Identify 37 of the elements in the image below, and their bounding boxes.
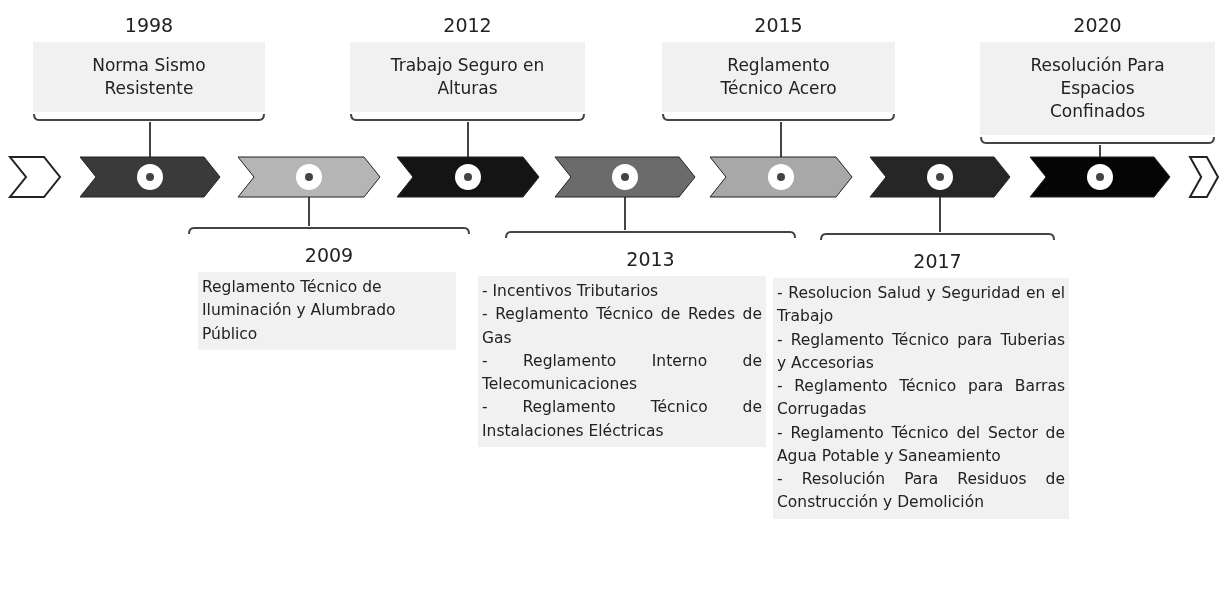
year-label: 2009	[303, 244, 355, 266]
chevron-shape	[10, 157, 60, 197]
list-item: - Incentivos Tributarios	[482, 281, 660, 302]
year-label: 2017	[912, 250, 963, 272]
connector-line	[624, 196, 626, 231]
list-item: - Resolucion Salud y Seguridad en el Trabajo	[777, 283, 1065, 328]
connector-line	[1099, 144, 1101, 158]
list-item: - Reglamento Técnico de Instalaciones Eléctricas	[482, 397, 762, 442]
connector-line	[780, 121, 782, 158]
chevron-shape	[1030, 157, 1170, 197]
description-text: Reglamento Técnico de Iluminación y Alumbrado Público	[198, 272, 456, 350]
list-item: - Reglamento Técnico para Barras Corrugadas	[777, 376, 1065, 421]
description-text: Trabajo Seguro en Alturas	[350, 42, 585, 112]
chevron-shape	[870, 157, 1010, 197]
description-text: Resolución Para Espacios Confinados	[980, 42, 1215, 135]
year-label: 2013	[625, 248, 676, 270]
year-label: 2015	[753, 14, 804, 36]
chevron-shape	[555, 157, 695, 197]
chevron-shape	[397, 157, 539, 197]
year-label: 2020	[1072, 14, 1123, 36]
description-text: Reglamento Técnico Acero	[662, 42, 895, 112]
list-item: - Reglamento Técnico para Tuberias y Accesorias	[777, 329, 1065, 374]
connector-line	[467, 121, 469, 158]
list-item: - Reglamento Interno de Telecomunicaciones	[482, 350, 762, 395]
connector-line	[308, 196, 310, 227]
year-label: 2012	[442, 14, 493, 36]
chevron-shape	[80, 157, 220, 197]
chevron-shape	[238, 157, 380, 197]
chevron-shape	[710, 157, 852, 197]
year-label: 1998	[123, 14, 175, 36]
connector-line	[939, 196, 941, 233]
list-item: - Reglamento Técnico de Redes de Gas	[482, 304, 762, 349]
list-item: - Reglamento Técnico del Sector de Agua Potable y Saneamiento	[777, 422, 1065, 467]
connector-line	[149, 121, 151, 158]
list-item: - Resolución Para Residuos de Construcción y Demolición	[777, 469, 1065, 514]
chevron-shape	[1190, 157, 1218, 197]
description-text: Norma Sismo Resistente	[33, 42, 265, 112]
